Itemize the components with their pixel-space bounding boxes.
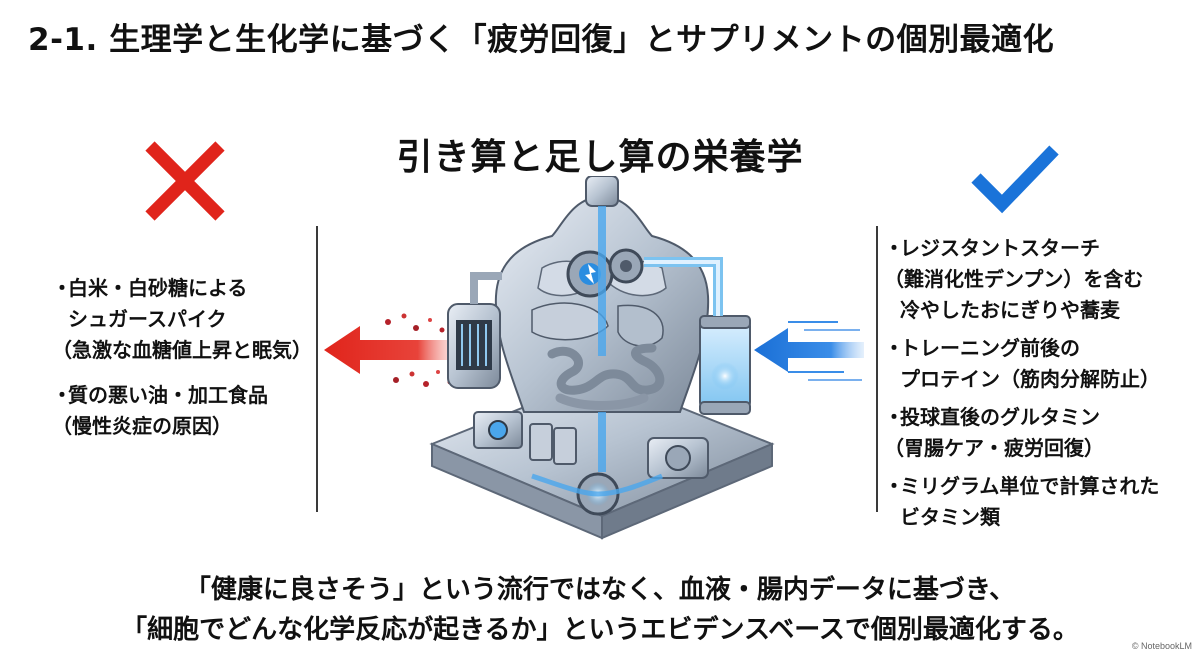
recommend-item-line: （胃腸ケア・疲労回復） <box>884 436 1104 460</box>
recommend-item-line: ビタミン類 <box>900 505 1000 529</box>
avoid-list: ・白米・白砂糖による シュガースパイク （急激な血糖値上昇と眠気） ・質の悪い油… <box>52 273 314 456</box>
bullet: ・ <box>884 236 904 260</box>
recommend-item: ・投球直後のグルタミン （胃腸ケア・疲労回復） <box>884 402 1194 464</box>
bullet: ・ <box>52 276 72 300</box>
recommend-item-line: 投球直後のグルタミン <box>900 405 1100 429</box>
center-heading: 引き算と足し算の栄養学 <box>396 137 804 178</box>
recommend-item: ・レジスタントスターチ （難消化性デンプン）を含む 冷やしたおにぎりや蕎麦 <box>884 233 1194 326</box>
bullet: ・ <box>52 383 72 407</box>
inflow-arrow <box>754 321 864 381</box>
page-title: 2-1. 生理学と生化学に基づく「疲労回復」とサプリメントの個別最適化 <box>28 22 1055 58</box>
recommend-item-line: 冷やしたおにぎりや蕎麦 <box>900 298 1120 322</box>
recommend-item: ・トレーニング前後の プロテイン（筋肉分解防止） <box>884 333 1194 395</box>
recommend-item-line: ミリグラム単位で計算された <box>900 474 1160 498</box>
bullet: ・ <box>884 474 904 498</box>
credit-watermark: © NotebookLM <box>1131 641 1192 651</box>
recommend-item-line: プロテイン（筋肉分解防止） <box>900 367 1160 391</box>
recommend-list: ・レジスタントスターチ （難消化性デンプン）を含む 冷やしたおにぎりや蕎麦 ・ト… <box>884 233 1194 540</box>
avoid-item-line: （急激な血糖値上昇と眠気） <box>52 338 312 362</box>
recommend-item-line: レジスタントスターチ <box>900 236 1100 260</box>
body-machine-illustration <box>429 176 775 540</box>
conclusion-line-1: 「健康に良さそう」という流行ではなく、血液・腸内データに基づき、 <box>184 575 1016 605</box>
avoid-item-line: （慢性炎症の原因） <box>52 414 232 438</box>
conclusion-text: 「健康に良さそう」という流行ではなく、血液・腸内データに基づき、 「細胞でどんな… <box>0 570 1200 650</box>
recommend-item-line: トレーニング前後の <box>900 336 1080 360</box>
avoid-item-line: 白米・白砂糖による <box>68 276 248 300</box>
avoid-item: ・白米・白砂糖による シュガースパイク （急激な血糖値上昇と眠気） <box>52 273 314 366</box>
bullet: ・ <box>884 405 904 429</box>
conclusion-line-2: 「細胞でどんな化学反応が起きるか」というエビデンスベースで個別最適化する。 <box>121 615 1079 645</box>
left-divider <box>316 226 318 512</box>
avoid-item-line: シュガースパイク <box>68 307 227 331</box>
avoid-item-line: 質の悪い油・加工食品 <box>68 383 268 407</box>
check-icon <box>971 145 1059 214</box>
cross-icon <box>145 141 225 221</box>
avoid-item: ・質の悪い油・加工食品 （慢性炎症の原因） <box>52 380 314 442</box>
bullet: ・ <box>884 336 904 360</box>
recommend-item-line: （難消化性デンプン）を含む <box>884 267 1144 291</box>
recommend-item: ・ミリグラム単位で計算された ビタミン類 <box>884 471 1194 533</box>
right-divider <box>876 226 878 512</box>
